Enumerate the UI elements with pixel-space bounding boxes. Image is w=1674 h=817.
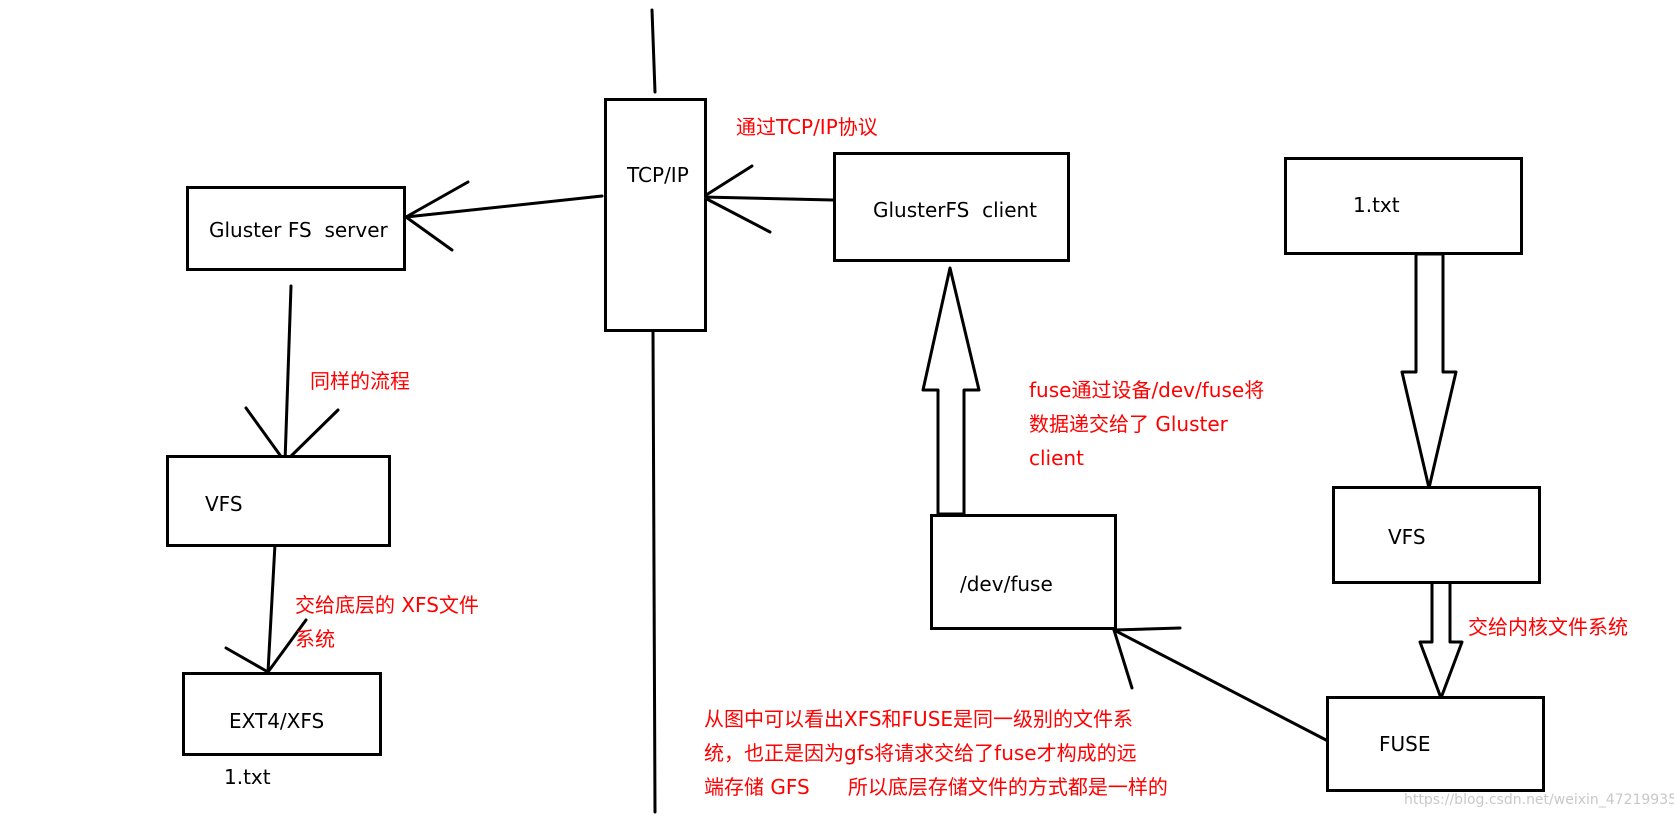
fuse-label: FUSE — [1379, 732, 1431, 756]
ext4-xfs-box: EXT4/XFS — [182, 672, 382, 756]
dev-fuse-box: /dev/fuse — [930, 514, 1117, 630]
file-box-right: 1.txt — [1284, 157, 1523, 255]
gluster-client-box: GlusterFS client — [833, 152, 1070, 262]
vfs-box-right: VFS — [1332, 486, 1541, 584]
watermark: https://blog.csdn.net/weixin_47219935 — [1404, 792, 1674, 808]
annotation-to-kernel: 交给内核文件系统 — [1468, 615, 1628, 639]
arrow-devfuse-to-client — [921, 266, 981, 516]
arrow-vfs-to-fuse — [1418, 580, 1464, 700]
network-divider-bottom — [651, 330, 657, 814]
gluster-server-box: Gluster FS server — [186, 186, 406, 271]
arrow-vfs-to-ext4 — [224, 542, 308, 674]
fuse-box: FUSE — [1326, 696, 1545, 792]
annotation-tcp-protocol: 通过TCP/IP协议 — [736, 115, 878, 139]
annotation-fuse-device: fuse通过设备/dev/fuse将 数据递交给了 Gluster client — [1029, 378, 1265, 470]
annotation-same-flow: 同样的流程 — [310, 369, 410, 393]
arrow-fuse-to-devfuse — [1112, 626, 1330, 743]
file-label-right: 1.txt — [1353, 193, 1400, 217]
tcp-ip-label: TCP/IP — [627, 163, 689, 187]
vfs-box-left: VFS — [166, 455, 391, 547]
ext4-xfs-label: EXT4/XFS — [229, 709, 325, 733]
vfs-label-right: VFS — [1388, 525, 1426, 549]
annotation-to-xfs: 交给底层的 XFS文件 系统 — [295, 593, 479, 651]
tcp-ip-box: TCP/IP — [604, 98, 707, 332]
gluster-client-label: GlusterFS client — [873, 198, 1038, 222]
vfs-label-left: VFS — [205, 492, 243, 516]
file-label-left: 1.txt — [224, 765, 271, 789]
dev-fuse-label: /dev/fuse — [960, 572, 1053, 596]
arrow-server-to-vfs — [244, 284, 340, 464]
gluster-server-label: Gluster FS server — [209, 218, 388, 242]
network-divider-top — [650, 8, 657, 94]
arrow-tcp-to-server — [404, 180, 604, 252]
annotation-conclusion: 从图中可以看出XFS和FUSE是同一级别的文件系 统，也正是因为gfs将请求交给… — [704, 707, 1168, 799]
arrow-file-to-vfs — [1400, 252, 1458, 490]
arrow-client-to-tcp — [701, 164, 835, 234]
